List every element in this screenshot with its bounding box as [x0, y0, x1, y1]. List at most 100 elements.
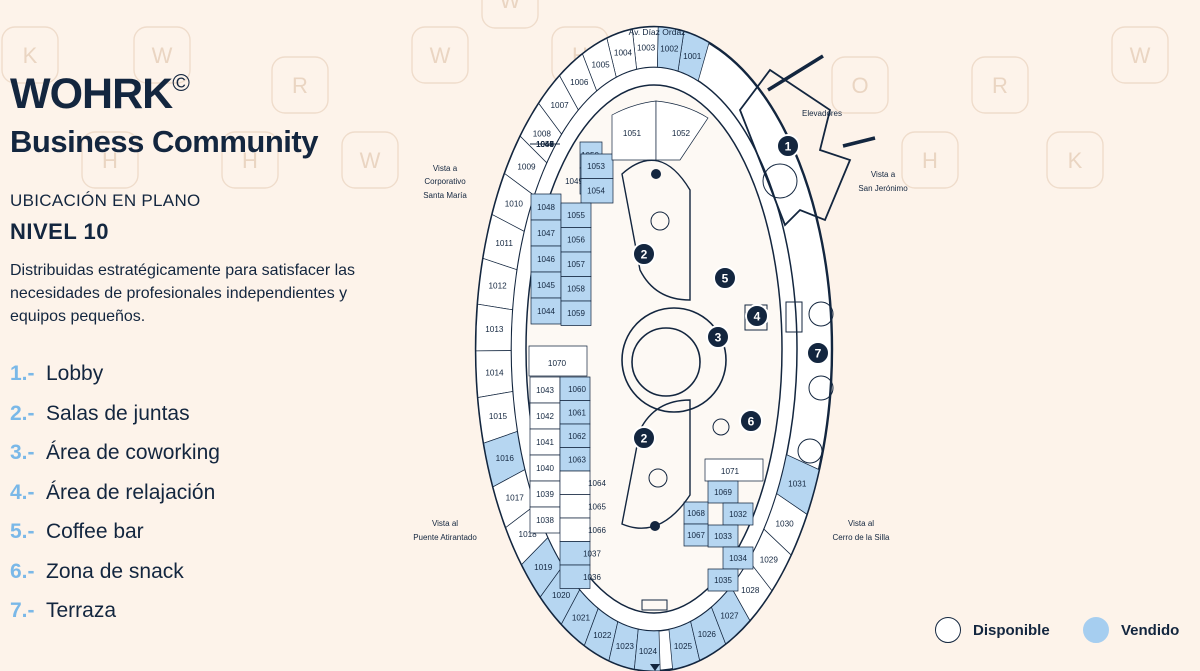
unit-1038[interactable]: 1038: [529, 506, 561, 534]
unit-1013[interactable]: 1013: [475, 303, 513, 352]
amenity-marker[interactable]: 2: [632, 426, 656, 450]
unit-1033[interactable]: 1033: [707, 524, 739, 548]
unit-1006[interactable]: 1006: [559, 53, 598, 111]
unit-label: 1007: [550, 101, 569, 110]
unit-1001[interactable]: 1001: [677, 31, 710, 82]
unit-1042[interactable]: 1042: [529, 402, 561, 430]
unit-shape: [559, 564, 591, 589]
unit-label: 1005: [591, 60, 610, 69]
unit-label: 1039: [536, 490, 554, 499]
unit-label: 1050: [536, 140, 554, 149]
unit-1026[interactable]: 1026: [690, 606, 727, 661]
amenity-marker[interactable]: 3: [706, 325, 730, 349]
unit-1061[interactable]: 1061: [559, 400, 591, 425]
unit-1071[interactable]: 1071: [704, 458, 764, 482]
unit-1068[interactable]: 1068: [683, 501, 709, 525]
unit-1009[interactable]: 1009: [504, 135, 548, 196]
unit-1039[interactable]: 1039: [529, 480, 561, 508]
unit-1062[interactable]: 1062: [559, 423, 591, 448]
unit-label: 1064: [588, 479, 606, 488]
amenity-item: 2.-Salas de juntas: [10, 402, 220, 442]
unit-1040[interactable]: 1040: [529, 454, 561, 482]
unit-1035[interactable]: 1035: [707, 568, 739, 592]
unit-1048[interactable]: 1048: [530, 193, 562, 221]
amenity-marker[interactable]: 2: [632, 242, 656, 266]
amenity-label: Coffee bar: [46, 520, 144, 543]
unit-shape: [677, 31, 710, 82]
amenity-item: 1.-Lobby: [10, 362, 220, 402]
unit-1047[interactable]: 1047: [530, 219, 562, 247]
unit-1021[interactable]: 1021: [561, 589, 599, 646]
unit-1002[interactable]: 1002: [656, 26, 685, 72]
elevator-wall: [842, 136, 876, 148]
unit-1069[interactable]: 1069: [707, 480, 739, 504]
unit-1070[interactable]: 1070: [528, 345, 588, 377]
unit-label: 1037: [583, 550, 601, 559]
amenity-marker[interactable]: 4: [745, 304, 769, 328]
unit-1032[interactable]: 1032: [722, 502, 754, 526]
unit-label: 1053: [587, 162, 605, 171]
unit-1043[interactable]: 1043: [529, 376, 561, 404]
unit-1003[interactable]: 1003: [631, 26, 659, 70]
unit-1025[interactable]: 1025: [668, 621, 701, 670]
unit-1005[interactable]: 1005: [582, 37, 617, 92]
unit-1044[interactable]: 1044: [530, 297, 562, 325]
amenity-label: Salas de juntas: [46, 401, 190, 425]
unit-1036[interactable]: 1036: [559, 564, 601, 589]
unit-1046[interactable]: 1046: [530, 245, 562, 273]
unit-1067[interactable]: 1067: [683, 523, 709, 547]
unit-1014[interactable]: 1014: [475, 350, 514, 398]
unit-1031[interactable]: 1031: [776, 454, 820, 515]
unit-1063[interactable]: 1063: [559, 447, 591, 472]
unit-1053[interactable]: 1053: [580, 153, 614, 179]
unit-1056[interactable]: 1056: [560, 227, 592, 253]
unit-label: 1001: [683, 52, 702, 61]
watermark-tile: H: [221, 131, 279, 189]
amenity-marker[interactable]: 1: [776, 134, 800, 158]
unit-1015[interactable]: 1015: [477, 391, 518, 444]
amenity-marker[interactable]: 5: [713, 266, 737, 290]
unit-label: 1045: [536, 140, 554, 149]
unit-1011[interactable]: 1011: [482, 214, 525, 271]
amenity-item: 7.-Terraza: [10, 599, 220, 639]
view-label-san-jeronimo: Vista a San Jerónimo: [858, 170, 908, 193]
unit-label: 1034: [729, 554, 747, 563]
unit-1008[interactable]: 1008: [519, 102, 562, 164]
unit-1012[interactable]: 1012: [477, 257, 518, 311]
unit-label: 1056: [567, 236, 585, 245]
unit-1004[interactable]: 1004: [606, 28, 637, 78]
unit-1023[interactable]: 1023: [608, 621, 639, 670]
unit-1054[interactable]: 1054: [580, 178, 614, 204]
unit-1041[interactable]: 1041: [529, 428, 561, 456]
unit-label: 1021: [572, 614, 591, 623]
unit-label: 1028: [741, 586, 760, 595]
unit-shape: [606, 28, 637, 78]
unit-1045[interactable]: 1045: [530, 271, 562, 299]
unit-1058[interactable]: 1058: [560, 276, 592, 302]
unit-1059[interactable]: 1059: [560, 300, 592, 326]
unit-shape: [776, 454, 820, 515]
unit-label: 1048: [537, 203, 555, 212]
unit-label: 1071: [721, 467, 740, 476]
unit-label: 1006: [570, 78, 589, 87]
amenity-marker[interactable]: 6: [739, 409, 763, 433]
unit-label: 1029: [760, 555, 779, 564]
unit-label: 1058: [567, 285, 585, 294]
unit-1055[interactable]: 1055: [560, 202, 592, 228]
meeting-room-top: [621, 159, 691, 301]
unit-label: 1012: [488, 281, 507, 290]
unit-1060[interactable]: 1060: [559, 376, 591, 401]
amenity-marker[interactable]: 7: [806, 341, 830, 365]
unit-1052[interactable]: 1052: [655, 100, 709, 161]
unit-1016[interactable]: 1016: [483, 430, 526, 488]
unit-label: 1014: [485, 369, 504, 378]
unit-1022[interactable]: 1022: [584, 607, 619, 662]
brand-title: WOHRK©: [10, 69, 190, 118]
unit-1007[interactable]: 1007: [538, 75, 579, 135]
unit-1034[interactable]: 1034: [722, 546, 754, 570]
unit-1057[interactable]: 1057: [560, 251, 592, 277]
unit-1030[interactable]: 1030: [763, 493, 808, 556]
unit-1044[interactable]: 1044: [530, 140, 560, 149]
unit-shape: [561, 589, 599, 646]
